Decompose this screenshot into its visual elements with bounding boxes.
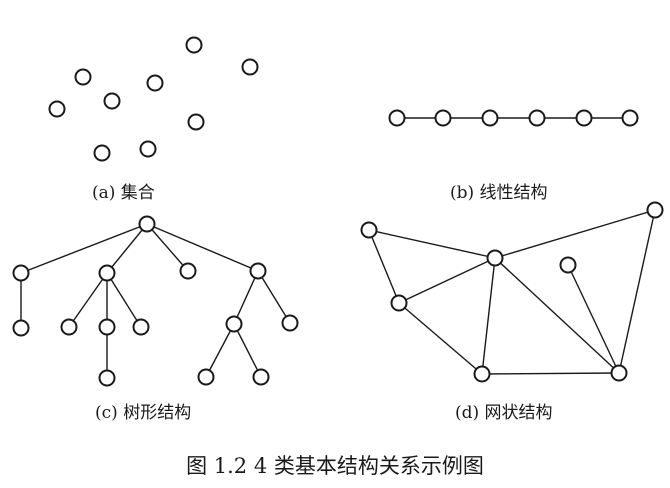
- panel-d-edge-0: [368, 229, 400, 304]
- panel-c-edge-0: [20, 223, 148, 274]
- panel-b-node-5: [621, 109, 639, 127]
- panel-c-node-9: [225, 315, 243, 333]
- panel-c-node-2: [98, 264, 116, 282]
- panel-c-node-1: [12, 264, 30, 282]
- panel-d-edge-9: [567, 264, 620, 374]
- panel-c-edge-9: [233, 270, 259, 325]
- panel-d-node-1: [646, 201, 664, 219]
- panel-c-node-7: [98, 318, 116, 336]
- panel-c-edge-2: [146, 223, 189, 272]
- panel-d-edge-2: [494, 209, 656, 259]
- panel-d-node-6: [610, 364, 628, 382]
- panel-c-node-13: [252, 368, 270, 386]
- panel-c-node-11: [98, 369, 116, 387]
- panel-c-edge-1: [106, 223, 148, 274]
- panel-a-label: (a) 集合: [92, 183, 155, 203]
- panel-d-edge-7: [481, 372, 620, 375]
- panel-b-node-2: [481, 109, 499, 127]
- panel-c-node-0: [138, 215, 156, 233]
- panel-a-node-5: [48, 100, 66, 118]
- panel-c-node-5: [12, 319, 30, 337]
- panel-b-node-4: [575, 109, 593, 127]
- panel-c-node-10: [281, 314, 299, 332]
- panel-c-node-12: [197, 368, 215, 386]
- nodes-layer: [12, 36, 664, 387]
- panel-c-node-3: [179, 262, 197, 280]
- panel-c-edge-5: [68, 272, 108, 328]
- panel-c-edge-10: [257, 270, 291, 324]
- panel-c-label: (c) 树形结构: [95, 403, 191, 423]
- panel-d-edge-8: [618, 209, 656, 374]
- panel-a-node-8: [139, 140, 157, 158]
- panel-d-edge-1: [368, 229, 496, 259]
- panel-d-node-4: [390, 294, 408, 312]
- panel-d-node-3: [559, 256, 577, 274]
- panel-c-edge-3: [146, 223, 259, 272]
- panel-b-node-3: [528, 109, 546, 127]
- panel-b-node-1: [434, 109, 452, 127]
- panel-c-node-4: [249, 262, 267, 280]
- figure-caption: 图 1.2 4 类基本结构关系示例图: [186, 454, 484, 478]
- panel-d-node-0: [360, 221, 378, 239]
- panel-a-node-2: [74, 68, 92, 86]
- panel-b-label: (b) 线性结构: [450, 183, 548, 203]
- edges-layer: [20, 117, 656, 378]
- panel-a-node-0: [185, 36, 203, 54]
- panel-d-node-2: [486, 249, 504, 267]
- panel-b-node-0: [388, 109, 406, 127]
- panel-d-label: (d) 网状结构: [455, 403, 553, 423]
- panel-d-edge-6: [398, 302, 483, 375]
- panel-a-node-6: [187, 113, 205, 131]
- panel-d-edge-3: [398, 257, 496, 304]
- panel-a-node-7: [93, 144, 111, 162]
- panel-a-node-4: [103, 92, 121, 110]
- panel-c-edge-11: [205, 323, 235, 378]
- panel-c-edge-7: [106, 272, 142, 328]
- panel-c-edge-12: [233, 323, 262, 378]
- panel-d-node-5: [473, 365, 491, 383]
- panel-d-edge-4: [481, 257, 496, 375]
- panel-a-node-3: [146, 74, 164, 92]
- panel-c-node-6: [60, 318, 78, 336]
- panel-c-node-8: [132, 318, 150, 336]
- panel-a-node-1: [241, 58, 259, 76]
- panel-d-edge-5: [494, 257, 620, 374]
